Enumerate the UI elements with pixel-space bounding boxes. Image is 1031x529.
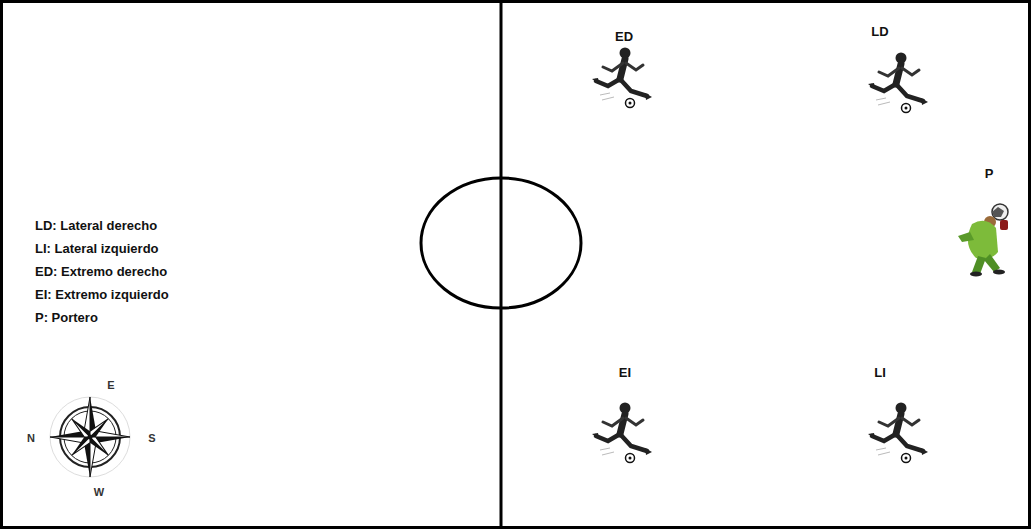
halfway-line [500,0,503,529]
player-label: ED [615,29,633,45]
compass-letter: W [94,484,104,500]
player-label: LI [874,365,886,381]
player-label: P [985,166,994,182]
player-figure [868,53,928,113]
player-figure [592,403,652,463]
legend-text: LI: Lateral izquierdo [35,241,159,257]
player-figure [592,48,652,108]
player-figure [868,403,928,463]
compass-letter: E [107,377,114,393]
compass-letter: N [27,430,35,446]
legend-text: LD: Lateral derecho [35,218,157,234]
center-circle [421,178,581,308]
compass-rose [50,397,130,477]
legend-text: P: Portero [35,310,98,326]
legend-text: EI: Extremo izquierdo [35,287,169,303]
goalkeeper-figure [958,204,1008,277]
player-label: EI [619,365,631,381]
compass-letter: S [148,430,155,446]
legend-text: ED: Extremo derecho [35,264,167,280]
player-label: LD [871,24,888,40]
